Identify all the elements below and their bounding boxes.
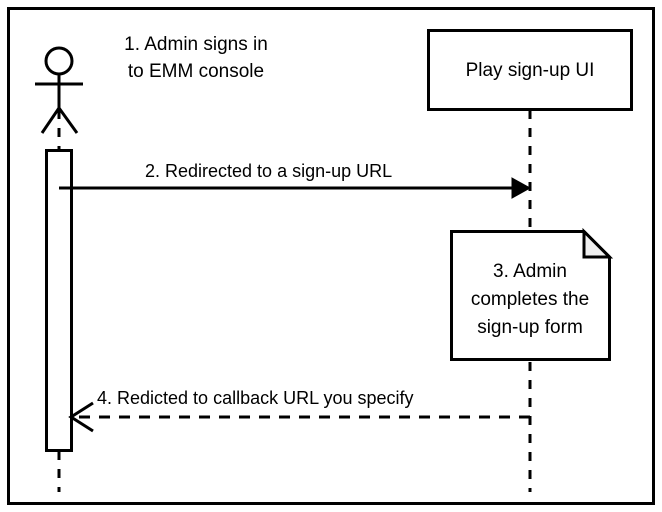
- actor-head-icon: [44, 46, 74, 76]
- note-3-line3: sign-up form: [477, 317, 583, 338]
- note-3-fold-icon: [582, 227, 614, 259]
- actor-admin[interactable]: [35, 46, 83, 134]
- activation-bar-admin[interactable]: [45, 149, 73, 452]
- note-3-body: [450, 230, 611, 361]
- message-4-label: 4. Redicted to callback URL you specify: [97, 388, 414, 408]
- message-4-arrowhead-icon: [68, 401, 94, 433]
- note-3-line2: completes the: [471, 289, 589, 310]
- message-4[interactable]: 4. Redicted to callback URL you specify: [68, 388, 530, 433]
- participant-box[interactable]: [427, 29, 633, 111]
- participant-play-signup-ui-label: Play sign-up UI: [466, 60, 595, 81]
- actor-leg-left-icon: [40, 107, 61, 134]
- note-3-line1: 3. Admin: [493, 261, 567, 282]
- message-2-label: 2. Redirected to a sign-up URL: [145, 161, 392, 181]
- message-2-arrowhead-icon: [511, 177, 532, 199]
- participant-play-signup-ui[interactable]: Play sign-up UI: [427, 29, 633, 111]
- note-3[interactable]: 3. Admin completes the sign-up form: [450, 227, 614, 361]
- actor-admin-label-line2: to EMM console: [128, 61, 264, 82]
- actor-leg-right-icon: [57, 107, 79, 134]
- message-2[interactable]: 2. Redirected to a sign-up URL: [59, 161, 532, 199]
- actor-admin-label-line1: 1. Admin signs in: [124, 34, 268, 55]
